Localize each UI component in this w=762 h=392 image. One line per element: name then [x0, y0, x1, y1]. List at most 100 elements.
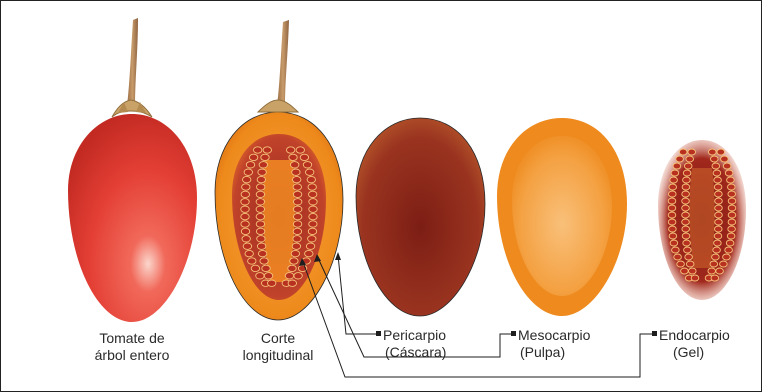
seed [241, 221, 249, 227]
seed [711, 275, 719, 281]
seed [294, 273, 302, 279]
seed [296, 147, 304, 153]
seed [711, 156, 719, 162]
seed [294, 213, 302, 219]
whole-fruit-caption-line2: árbol entero [80, 347, 184, 364]
seed [251, 265, 259, 271]
seed [300, 154, 308, 160]
seed [292, 169, 300, 175]
whole-fruit-caption-line1: Tomate de [80, 330, 184, 347]
seed [682, 198, 690, 204]
seed [258, 169, 266, 175]
seed [309, 206, 317, 212]
seed [287, 147, 295, 153]
seed [685, 254, 693, 260]
endocarp-sub: (Gel) [659, 344, 730, 361]
seed [288, 280, 296, 286]
seed [256, 228, 264, 234]
seed [688, 149, 696, 155]
mesocarp-sub: (Pulpa) [518, 344, 590, 361]
section-caption: Corte longitudinal [228, 330, 328, 364]
seed [726, 240, 734, 246]
seed [256, 273, 264, 279]
seed [682, 233, 690, 239]
seed [291, 250, 299, 256]
seed [256, 199, 264, 205]
seed [263, 147, 271, 153]
seed [674, 254, 682, 260]
seed [294, 206, 302, 212]
seed [309, 199, 317, 205]
seed [257, 243, 265, 249]
pericarp-marker [376, 331, 381, 336]
seed [293, 191, 301, 197]
seed [668, 212, 676, 218]
seed [293, 176, 301, 182]
seed [288, 265, 296, 271]
seed [259, 162, 267, 168]
seed [684, 247, 692, 253]
mesocarp-marker [511, 331, 516, 336]
seed [720, 261, 728, 267]
seed [241, 199, 249, 205]
seed [714, 240, 722, 246]
seed [308, 184, 316, 190]
seed [725, 247, 733, 253]
whole-fruit-stem [127, 18, 138, 106]
seed [293, 184, 301, 190]
seed [245, 250, 253, 256]
seed [691, 275, 699, 281]
seed [285, 273, 293, 279]
seed [308, 228, 316, 234]
seed [257, 176, 265, 182]
seed [256, 206, 264, 212]
pericarp-sub: (Cáscara) [383, 344, 446, 361]
seed [679, 149, 687, 155]
seed [246, 162, 254, 168]
seed [260, 258, 268, 264]
seed [715, 205, 723, 211]
seed [715, 219, 723, 225]
seed [710, 261, 718, 267]
seed [293, 236, 301, 242]
seed [714, 233, 722, 239]
seed [669, 184, 677, 190]
seed [671, 170, 679, 176]
seed [681, 268, 689, 274]
seed [669, 233, 677, 239]
seed [715, 212, 723, 218]
seed [682, 219, 690, 225]
pericarp-shape [356, 118, 485, 316]
seed [254, 147, 262, 153]
seed [713, 247, 721, 253]
seed [262, 265, 270, 271]
seed [712, 163, 720, 169]
seed [728, 212, 736, 218]
seed [241, 191, 249, 197]
seed [676, 156, 684, 162]
seed [717, 149, 725, 155]
seed [306, 169, 314, 175]
whole-fruit-body [68, 114, 197, 322]
seed [242, 184, 250, 190]
seed [256, 213, 264, 219]
seed [682, 184, 690, 190]
endocarp-marker [652, 331, 657, 336]
seed [683, 177, 691, 183]
seed [728, 198, 736, 204]
seed [723, 254, 731, 260]
section-stem [277, 20, 289, 106]
seed [308, 236, 316, 242]
seed [728, 226, 736, 232]
seed [728, 205, 736, 211]
seed [241, 228, 249, 234]
seed [728, 191, 736, 197]
seed [264, 273, 272, 279]
seed [682, 212, 690, 218]
seed [682, 205, 690, 211]
seed [256, 191, 264, 197]
seed [243, 243, 251, 249]
seed [683, 240, 691, 246]
seed [289, 154, 297, 160]
seed [261, 154, 269, 160]
